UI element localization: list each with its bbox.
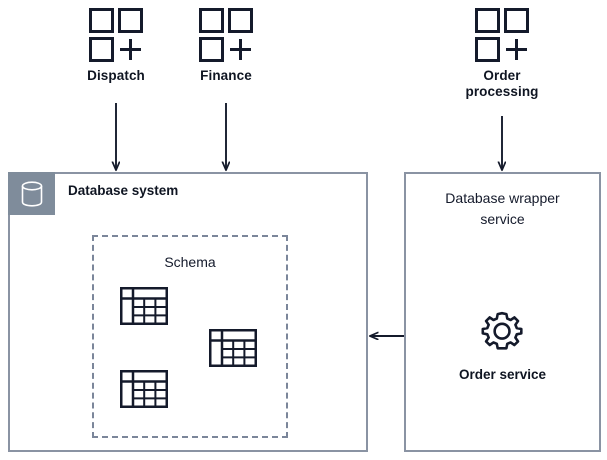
consumer-dispatch-label: Dispatch [87, 68, 145, 83]
order-service-label: Order service [458, 367, 547, 382]
table-icon [120, 370, 168, 408]
database-system-title: Database system [68, 183, 179, 198]
database-cylinder-icon [21, 180, 42, 207]
consumer-order-processing-label: Order processing [465, 68, 539, 99]
consumer-order-processing[interactable]: Order processing [452, 8, 552, 100]
application-icon [475, 8, 529, 62]
application-icon [89, 8, 143, 62]
database-system-header [8, 172, 55, 215]
table-icon-top-left[interactable] [120, 287, 168, 330]
application-icon [199, 8, 253, 62]
database-system-box[interactable] [8, 172, 368, 452]
table-icon [209, 329, 257, 367]
table-icon-center-right[interactable] [209, 329, 257, 372]
database-wrapper-service-title: Database wrapper service [445, 190, 560, 227]
consumer-finance-label: Finance [200, 68, 252, 83]
table-icon [120, 287, 168, 325]
schema-box[interactable] [92, 235, 288, 438]
schema-title: Schema [164, 254, 216, 270]
order-service-node[interactable] [479, 310, 525, 361]
gear-icon [481, 311, 523, 350]
consumer-finance[interactable]: Finance [176, 8, 276, 84]
consumer-dispatch[interactable]: Dispatch [66, 8, 166, 84]
table-icon-bottom-left[interactable] [120, 370, 168, 413]
